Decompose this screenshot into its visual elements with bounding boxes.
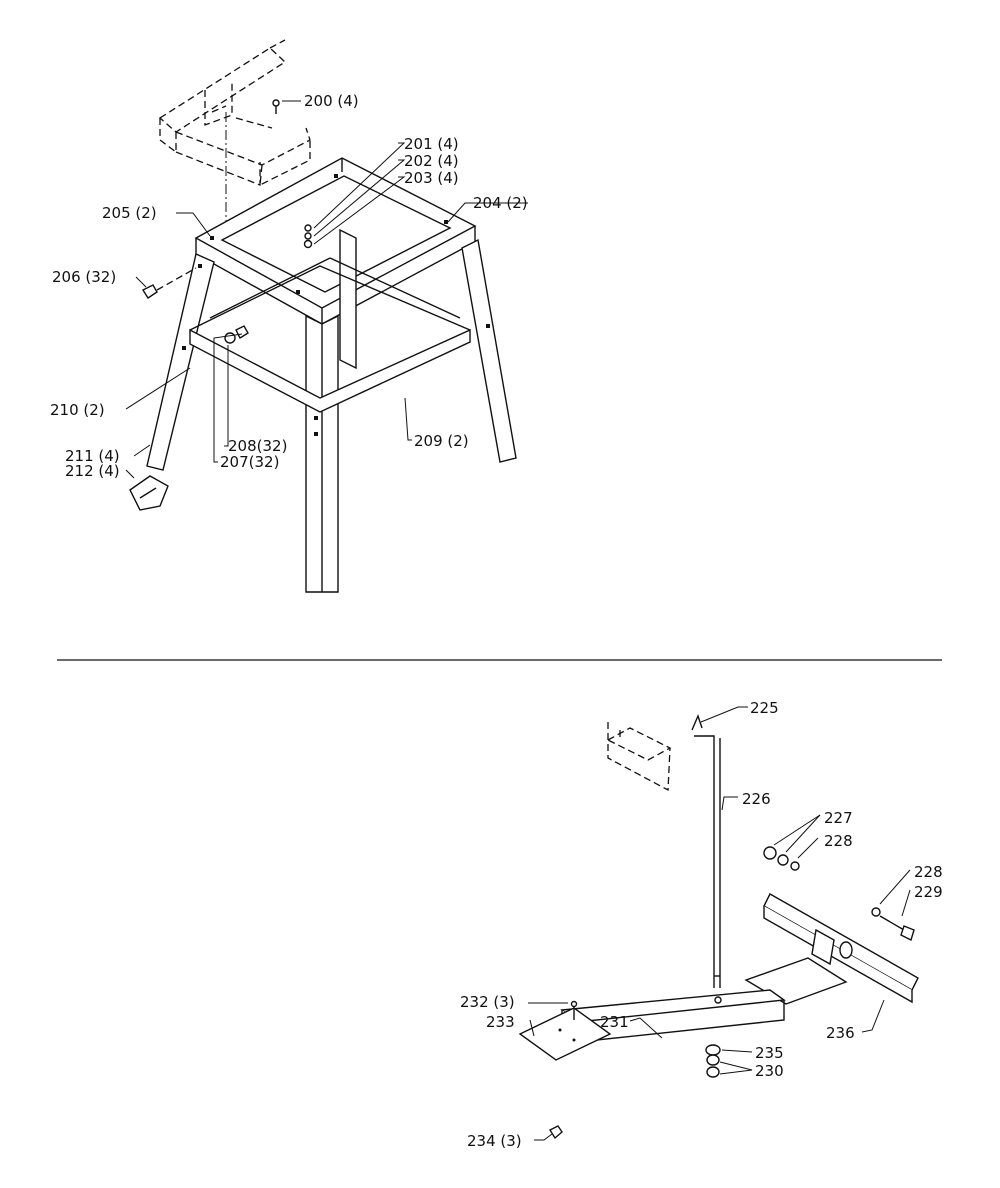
stand-holes bbox=[182, 174, 490, 436]
callout-210: 210 (2) bbox=[50, 401, 105, 419]
callout-205: 205 (2) bbox=[102, 204, 157, 222]
rod-226 bbox=[694, 735, 721, 988]
callout-233: 233 bbox=[486, 1013, 515, 1031]
plate-233 bbox=[518, 1007, 612, 1061]
screw-232 bbox=[570, 1000, 578, 1020]
pin-225 bbox=[691, 714, 703, 731]
nut-234 bbox=[548, 1125, 563, 1140]
callout-208: 208(32) bbox=[228, 437, 287, 455]
callout-228b: 228 bbox=[914, 863, 943, 881]
callout-201: 201 (4) bbox=[404, 135, 459, 153]
callout-232: 232 (3) bbox=[460, 993, 515, 1011]
bracket-236 bbox=[763, 893, 919, 1004]
callout-203: 203 (4) bbox=[404, 169, 459, 187]
callout-230: 230 bbox=[755, 1062, 784, 1080]
carriage-bolt-206 bbox=[141, 267, 197, 299]
callout-209: 209 (2) bbox=[414, 432, 469, 450]
stand-assembly: 200 (4) 201 (4) 202 (4) 203 (4) 204 (2) … bbox=[50, 39, 528, 593]
callout-207: 207(32) bbox=[220, 453, 279, 471]
stand-leader-lines bbox=[125, 100, 528, 479]
bracket-phantom bbox=[606, 722, 672, 792]
screw-200 bbox=[272, 99, 280, 114]
callout-226: 226 bbox=[742, 790, 771, 808]
callout-228a: 228 bbox=[824, 832, 853, 850]
callout-236: 236 bbox=[826, 1024, 855, 1042]
callout-234: 234 (3) bbox=[467, 1132, 522, 1150]
callout-200: 200 (4) bbox=[304, 92, 359, 110]
callout-235: 235 bbox=[755, 1044, 784, 1062]
stand-top-frame bbox=[194, 157, 477, 326]
bolt-229 bbox=[871, 907, 915, 941]
lift-leader-lines bbox=[528, 706, 911, 1141]
callout-227: 227 bbox=[824, 809, 853, 827]
callout-206: 206 (32) bbox=[52, 268, 116, 286]
callout-211: 211 (4) bbox=[65, 447, 120, 465]
fastener-stack-201-203 bbox=[303, 224, 313, 249]
callout-225: 225 bbox=[750, 699, 779, 717]
callout-229: 229 bbox=[914, 883, 943, 901]
callout-204: 204 (2) bbox=[473, 194, 528, 212]
callout-202: 202 (4) bbox=[404, 152, 459, 170]
stand-lower-frame bbox=[189, 257, 471, 413]
washers-230-235 bbox=[705, 1044, 721, 1078]
lift-assembly: 225 226 227 228 228 229 232 (3) 233 231 … bbox=[460, 699, 943, 1150]
nut-washer-227-228 bbox=[763, 846, 800, 871]
callout-212: 212 (4) bbox=[65, 462, 120, 480]
foot-212 bbox=[129, 475, 169, 511]
callout-231: 231 bbox=[600, 1013, 629, 1031]
